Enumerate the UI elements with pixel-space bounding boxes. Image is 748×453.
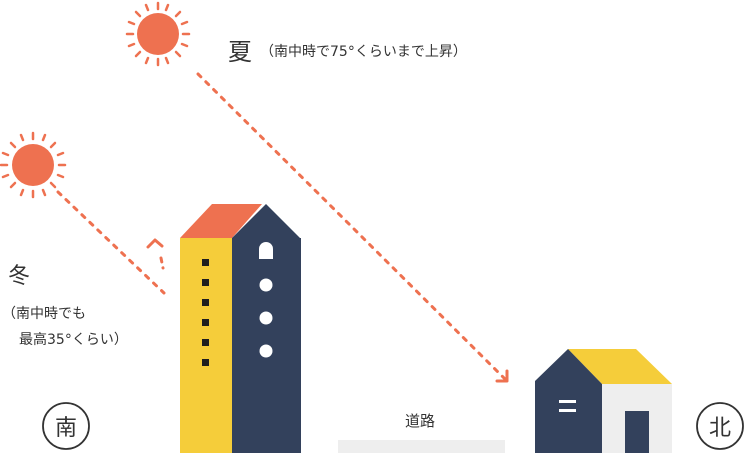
summer-note: （南中時で75°くらいまで上昇） <box>260 44 467 60</box>
house-door <box>625 411 649 453</box>
road <box>338 440 505 453</box>
summer-ray-path <box>196 72 508 382</box>
summer-heading: 夏 <box>228 38 252 66</box>
road-label: 道路 <box>405 412 435 430</box>
tall-building-front-windows <box>259 242 273 358</box>
winter-ray-reflection <box>146 238 165 270</box>
tall-building <box>180 204 301 453</box>
winter-heading: 冬 <box>8 264 30 289</box>
winter-note-line1: （南中時でも <box>2 306 86 322</box>
compass-north-badge: 北 <box>696 402 744 450</box>
winter-sun-icon <box>0 131 67 199</box>
winter-ray-path <box>56 190 166 295</box>
compass-north-label: 北 <box>709 416 731 441</box>
tall-building-side-windows <box>202 259 209 366</box>
house <box>535 349 672 453</box>
summer-ray-arrowhead <box>495 369 509 383</box>
winter-note-line2: 最高35°くらい） <box>19 331 128 348</box>
compass-south-label: 南 <box>55 416 77 441</box>
house-roof <box>568 349 672 384</box>
house-front-window <box>559 400 576 412</box>
tall-building-roof-left <box>180 204 262 238</box>
compass-south-badge: 南 <box>42 402 90 450</box>
summer-sun-icon <box>125 1 191 67</box>
tall-building-roof-right <box>232 204 300 238</box>
